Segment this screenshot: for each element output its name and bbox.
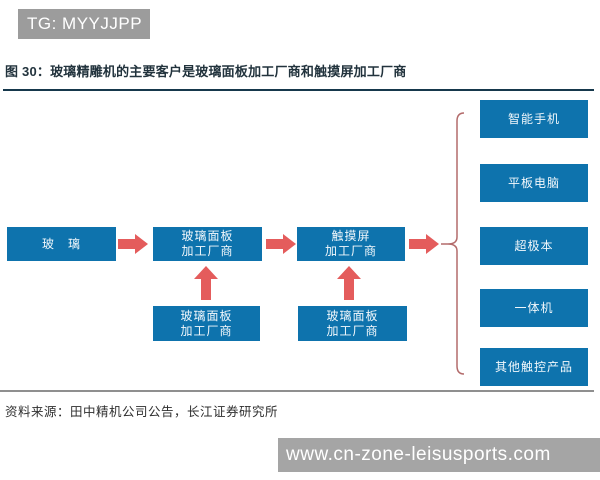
- figure-title: 图 30：玻璃精雕机的主要客户是玻璃面板加工厂商和触摸屏加工厂商: [5, 64, 407, 79]
- node-product-smartphone: 智能手机: [480, 100, 588, 138]
- tg-watermark-tag: TG: MYYJJPP: [18, 9, 150, 39]
- node-product-other-touch: 其他触控产品: [480, 348, 588, 386]
- title-underline: [3, 89, 594, 91]
- arrow-shaft: [118, 239, 135, 249]
- watermark-url: www.cn-zone-leisusports.com: [286, 444, 551, 465]
- node-label-line1: 触摸屏: [331, 229, 371, 243]
- arrow-up-icon: [337, 266, 361, 300]
- node-supplier-glass-panel-1: 玻璃面板 加工厂商: [153, 306, 260, 341]
- watermark-url-bar: www.cn-zone-leisusports.com: [278, 438, 600, 472]
- node-label: 超极本: [514, 238, 554, 253]
- node-label: 一体机: [514, 300, 554, 315]
- node-glass: 玻 璃: [7, 227, 116, 261]
- tg-watermark-label: TG: MYYJJPP: [27, 14, 143, 33]
- arrow-head: [135, 234, 148, 254]
- node-supplier-glass-panel-2: 玻璃面板 加工厂商: [298, 306, 407, 341]
- node-label-line2: 加工厂商: [324, 244, 377, 258]
- arrow-shaft: [266, 239, 283, 249]
- source-text: 资料来源：田中精机公司公告，长江证券研究所: [5, 405, 279, 419]
- arrow-right-icon: [118, 234, 148, 254]
- arrow-head: [426, 234, 439, 254]
- node-glass-label: 玻 璃: [41, 236, 81, 251]
- node-label: 平板电脑: [507, 175, 560, 190]
- node-label-line2: 加工厂商: [180, 323, 233, 338]
- node-label-line1: 玻璃面板: [181, 229, 234, 243]
- node-product-tablet: 平板电脑: [480, 164, 588, 202]
- node-label-line1: 玻璃面板: [180, 308, 233, 323]
- arrow-head: [283, 234, 296, 254]
- arrow-head: [194, 266, 218, 279]
- node-label: 其他触控产品: [494, 359, 573, 374]
- node-label-line2: 加工厂商: [326, 323, 379, 338]
- arrow-shaft: [201, 279, 211, 300]
- node-product-ultrabook: 超极本: [480, 227, 588, 265]
- node-label-line2: 加工厂商: [181, 244, 234, 258]
- arrow-right-icon: [266, 234, 296, 254]
- arrow-right-icon: [409, 234, 439, 254]
- node-product-all-in-one: 一体机: [480, 289, 588, 327]
- arrow-shaft: [409, 239, 426, 249]
- source-divider: [0, 390, 594, 392]
- arrow-head: [337, 266, 361, 279]
- arrow-shaft: [344, 279, 354, 300]
- node-touchscreen-processor: 触摸屏 加工厂商: [297, 227, 405, 261]
- node-glass-panel-processor: 玻璃面板 加工厂商: [153, 227, 262, 261]
- node-label-line1: 玻璃面板: [326, 308, 379, 323]
- node-label: 智能手机: [507, 111, 560, 126]
- arrow-up-icon: [194, 266, 218, 300]
